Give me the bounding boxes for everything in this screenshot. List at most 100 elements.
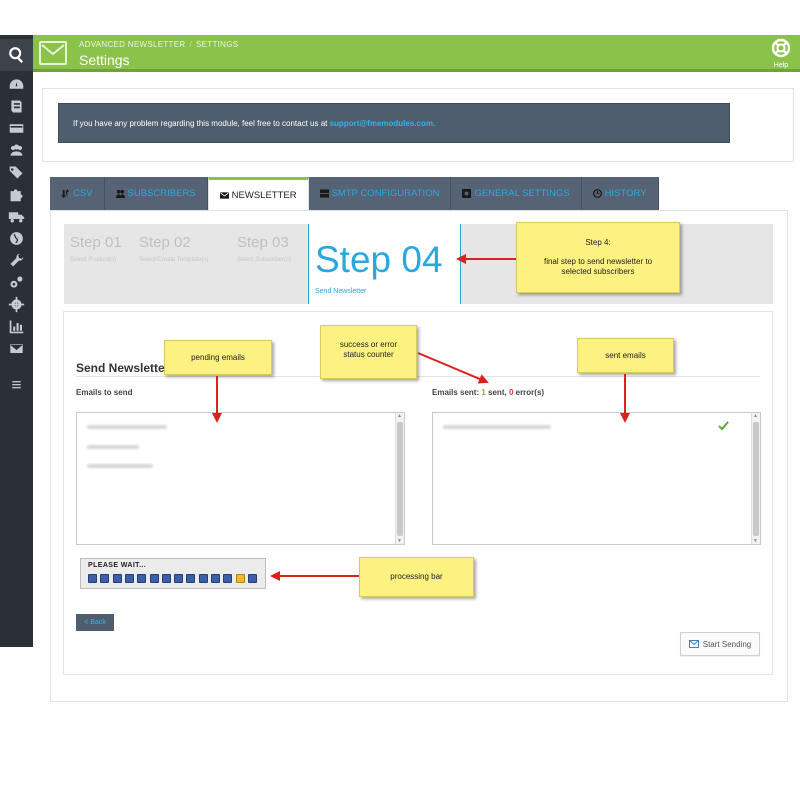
progress-cell [137, 574, 147, 583]
progress-cell [149, 574, 159, 583]
server-icon [319, 189, 329, 198]
progress-cell [247, 574, 257, 583]
tab-newsletter[interactable]: NEWSLETTER [207, 177, 309, 210]
error-count: 0 [508, 388, 514, 397]
annotation-text: Step 4: [585, 238, 611, 247]
import-icon [61, 189, 70, 198]
annotation-text: final step to send newsletter to selecte… [543, 257, 653, 276]
newsletter-envelope-icon[interactable] [0, 337, 33, 359]
progress-cell-active [235, 574, 245, 583]
progress-cell [161, 574, 171, 583]
step-subtitle: Send Newsletter [315, 288, 367, 295]
progress-cell [88, 574, 97, 583]
tab-general-settings[interactable]: GENERAL SETTINGS [451, 177, 582, 210]
progress-cell [223, 574, 233, 583]
step-name: Step 01 [70, 234, 122, 251]
help-button[interactable]: Help [770, 38, 792, 69]
step-01[interactable]: Step 01 Select Product(s) [64, 224, 134, 304]
breadcrumb-item[interactable]: SETTINGS [196, 40, 239, 49]
step-subtitle: Select/Create Template(s) [139, 257, 209, 263]
annotation-text: sent emails [605, 350, 646, 360]
scrollbar[interactable]: ▲ ▼ [751, 413, 760, 544]
sent-mid: sent, [485, 388, 509, 397]
step-02[interactable]: Step 02 Select/Create Template(s) [133, 224, 231, 304]
annotation-text: processing bar [390, 572, 443, 581]
success-check-icon [718, 421, 729, 431]
globe-icon[interactable] [0, 227, 33, 249]
tab-label: SUBSCRIBERS [127, 188, 196, 199]
customers-icon[interactable] [0, 139, 33, 161]
list-item [87, 445, 139, 449]
gear-icon[interactable] [0, 293, 33, 315]
users-icon [115, 189, 125, 198]
scroll-up-icon[interactable]: ▲ [397, 413, 402, 419]
annotation-text: pending emails [191, 352, 245, 362]
step-subtitle: Select Subscriber(s) [237, 257, 292, 263]
annotation-text: success or error [339, 340, 398, 349]
help-label: Help [773, 62, 789, 69]
progress-cell [100, 574, 110, 583]
annotation-processing-bar: processing bar [359, 557, 474, 597]
emails-sent-list[interactable]: ▲ ▼ [432, 412, 761, 545]
scroll-down-icon[interactable]: ▼ [753, 538, 758, 544]
gear-icon [462, 189, 472, 198]
sidebar-search-icon[interactable] [0, 39, 33, 71]
scroll-up-icon[interactable]: ▲ [753, 413, 758, 419]
sent-prefix: Emails sent: [432, 388, 482, 397]
breadcrumb: ADVANCED NEWSLETTER/SETTINGS [79, 40, 239, 49]
sidebar [0, 35, 33, 647]
tools-wrench-icon[interactable] [0, 249, 33, 271]
tab-label: GENERAL SETTINGS [474, 188, 570, 199]
tab-label: CSV [73, 188, 93, 199]
emails-to-send-label: Emails to send [76, 388, 133, 397]
tab-smtp-configuration[interactable]: SMTP CONFIGURATION [308, 177, 452, 210]
progress-cell [198, 574, 208, 583]
start-sending-label: Start Sending [702, 639, 752, 649]
modules-puzzle-icon[interactable] [0, 183, 33, 205]
scrollbar[interactable]: ▲ ▼ [395, 413, 404, 544]
dashboard-icon[interactable] [0, 73, 33, 95]
emails-sent-counter: Emails sent: 1 sent, 0 error(s) [432, 388, 544, 397]
support-email-link[interactable]: support@fmemodules.com. [329, 119, 436, 128]
collapse-menu-icon[interactable] [0, 373, 33, 395]
scrollbar-thumb[interactable] [753, 422, 759, 536]
scrollbar-thumb[interactable] [397, 422, 403, 536]
breadcrumb-item[interactable]: ADVANCED NEWSLETTER [79, 40, 186, 49]
progress-cell [211, 574, 220, 583]
scroll-down-icon[interactable]: ▼ [397, 538, 402, 544]
start-sending-button[interactable]: Start Sending [680, 632, 760, 656]
payment-card-icon[interactable] [0, 117, 33, 139]
step-04-active[interactable]: Step 04 Send Newsletter [308, 224, 461, 304]
lifebuoy-icon [771, 38, 791, 58]
orders-icon[interactable] [0, 95, 33, 117]
tab-label: HISTORY [604, 188, 647, 199]
error-suffix: error(s) [513, 388, 545, 397]
list-item [87, 425, 167, 429]
progress-cell [174, 574, 184, 583]
clock-icon [592, 189, 602, 198]
step-name: Step 04 [315, 239, 443, 280]
tab-history[interactable]: HISTORY [581, 177, 659, 210]
sent-count: 1 [481, 388, 486, 397]
annotation-pending-emails: pending emails [164, 340, 272, 375]
send-newsletter-title: Send Newsletter [76, 361, 170, 375]
step-name: Step 02 [139, 234, 191, 251]
shipping-truck-icon[interactable] [0, 205, 33, 227]
tab-csv[interactable]: CSV [50, 177, 105, 210]
envelope-icon [219, 191, 229, 199]
annotation-step4: Step 4: final step to send newsletter to… [516, 222, 680, 293]
contact-info-bar: If you have any problem regarding this m… [58, 103, 730, 143]
advanced-settings-icon[interactable] [0, 271, 33, 293]
divider [76, 376, 760, 377]
back-button[interactable]: < Back [76, 614, 114, 631]
emails-to-send-list[interactable]: ▲ ▼ [76, 412, 405, 545]
annotation-text: status counter [343, 350, 394, 359]
annotation-sent-emails: sent emails [577, 338, 674, 373]
tags-icon[interactable] [0, 161, 33, 183]
module-envelope-icon [39, 41, 67, 65]
step-03[interactable]: Step 03 Select Subscriber(s) [231, 224, 308, 304]
stats-chart-icon[interactable] [0, 315, 33, 337]
progress-cell [124, 574, 134, 583]
tab-subscribers[interactable]: SUBSCRIBERS [104, 177, 208, 210]
